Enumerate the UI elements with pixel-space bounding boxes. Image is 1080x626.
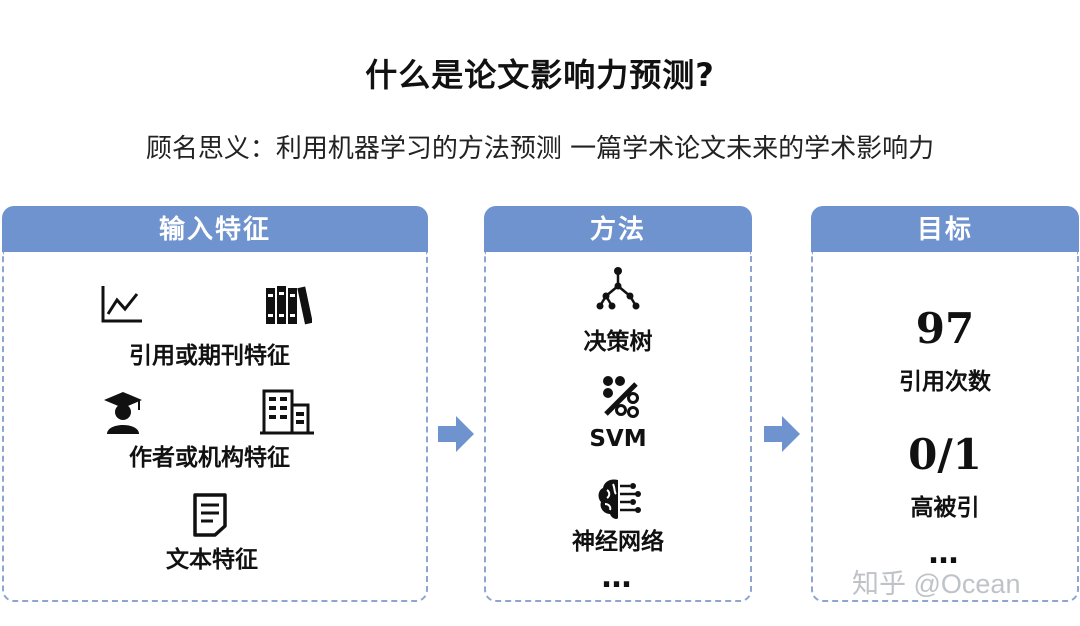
line-chart-icon [101, 286, 142, 323]
svm-label: SVM [589, 426, 647, 452]
watermark: 知乎 @Ocean [852, 569, 1021, 599]
graduate-icon [104, 392, 142, 434]
author-institution-feature-label: 作者或机构特征 [129, 445, 290, 471]
method-header: 方法 [484, 206, 752, 252]
decision-tree-label: 决策树 [583, 329, 653, 355]
arrow-right-icon [438, 416, 474, 452]
books-icon [266, 286, 312, 325]
citation-count-label: 引用次数 [899, 369, 991, 395]
target-header: 目标 [811, 206, 1079, 252]
method-body: 决策树 SVM 神经网络 … [484, 252, 752, 602]
percent-icon [603, 376, 639, 418]
page-title: 什么是论文影响力预测? [365, 56, 715, 94]
highly-cited-label: 高被引 [910, 495, 980, 521]
building-icon [260, 389, 314, 435]
citation-count-value: 97 [915, 304, 975, 353]
neural-network-label: 神经网络 [572, 529, 664, 555]
brain-icon [598, 479, 641, 519]
method-panel: 方法 决策树 SVM [484, 206, 752, 602]
document-icon [193, 493, 227, 537]
highly-cited-value: 0/1 [908, 430, 982, 479]
target-panel: 目标 97 引用次数 0/1 高被引 … [811, 206, 1079, 602]
tree-icon [596, 267, 640, 310]
arrow-right-icon [764, 416, 800, 452]
text-feature-label: 文本特征 [166, 547, 258, 573]
input-features-header: 输入特征 [2, 206, 428, 252]
target-more-ellipsis: … [928, 536, 962, 571]
target-body: 97 引用次数 0/1 高被引 … [811, 252, 1079, 602]
citation-journal-feature-label: 引用或期刊特征 [129, 343, 290, 369]
input-features-panel: 输入特征 引用或期刊特征 [2, 206, 428, 602]
method-more-ellipsis: … [601, 560, 635, 595]
page-subtitle: 顾名思义：利用机器学习的方法预测 一篇学术论文未来的学术影响力 [145, 134, 935, 164]
input-features-body: 引用或期刊特征 作者或机构特征 文本特征 [2, 252, 428, 602]
